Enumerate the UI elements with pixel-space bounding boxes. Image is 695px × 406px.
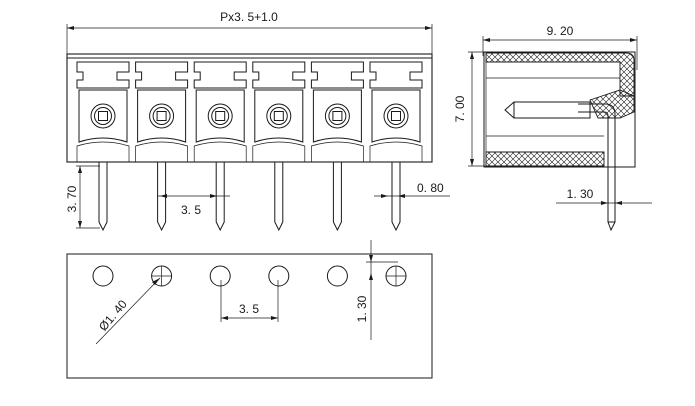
pcb-layout-view: Ø1. 40 3. 5 1. 30	[66, 240, 433, 379]
housing-outline	[483, 51, 636, 168]
pcb-outline	[66, 253, 433, 379]
pin-6	[391, 162, 401, 232]
pole-3	[193, 61, 247, 232]
screw-ring	[387, 107, 405, 125]
side-view: 9. 20 7. 00 1. 30	[453, 24, 652, 232]
pole-foot	[193, 141, 247, 163]
hole-diameter-leader: Ø1. 40	[95, 277, 161, 345]
bent-pin	[578, 103, 616, 223]
pole-2	[135, 61, 189, 232]
screw-head	[324, 103, 350, 129]
housing-hatch-front	[589, 89, 635, 119]
wire-entry	[252, 61, 306, 89]
front-view: Px3. 5+1.0 3. 70 3. 5 0. 80	[65, 10, 450, 232]
hole-diameter-label: Ø1. 40	[96, 297, 130, 334]
pole-6	[369, 61, 423, 232]
pole-5	[310, 61, 364, 232]
screw-recess	[254, 89, 304, 143]
pin-2	[157, 162, 167, 232]
pcb-pitch-label: 3. 5	[239, 302, 259, 316]
depth-label: 9. 20	[547, 24, 574, 38]
wire-entry	[369, 61, 423, 89]
screw-head	[90, 103, 116, 129]
screw-drive	[156, 111, 167, 121]
pin-length-label: 3. 70	[65, 185, 79, 212]
pole-foot	[252, 141, 306, 163]
height-label: 7. 00	[453, 95, 467, 122]
overall-width-label: Px3. 5+1.0	[220, 10, 278, 24]
screw-ring	[152, 107, 171, 125]
screw-recess	[371, 89, 421, 143]
row-offset-label: 1. 30	[355, 295, 369, 322]
pole-foot	[76, 141, 130, 163]
pin-width-dimension: 0. 80	[374, 181, 450, 198]
screw-drive	[391, 111, 401, 121]
screw-recess	[312, 89, 362, 143]
pole-4	[252, 61, 306, 232]
housing-hatch-bottom	[485, 151, 605, 167]
wire-entry	[135, 61, 189, 89]
screw-recess	[137, 89, 187, 143]
screw-drive	[98, 111, 108, 121]
pin-width-label: 0. 80	[417, 181, 444, 195]
hole-5	[326, 265, 348, 287]
screw-drive	[273, 111, 284, 121]
screw-ring	[211, 107, 230, 125]
pitch-dimension: 3. 5	[157, 194, 230, 217]
wire-entry	[310, 61, 364, 89]
screw-head	[207, 103, 233, 129]
screw-recess	[195, 89, 245, 143]
hole-3	[209, 265, 231, 287]
pin-5	[332, 162, 342, 232]
pole-foot	[311, 141, 364, 163]
pole-1	[76, 61, 130, 232]
screw-head	[266, 103, 292, 129]
pole-foot	[135, 141, 188, 163]
pin-3	[215, 162, 225, 232]
pin-offset-dimension: 1. 30	[556, 187, 652, 205]
screw-ring	[328, 107, 347, 125]
screw-head	[383, 103, 409, 129]
hole-4	[268, 265, 290, 287]
pin-length-dimension: 3. 70	[65, 165, 100, 229]
screw-recess	[78, 89, 128, 143]
overall-width-dimension: Px3. 5+1.0	[66, 10, 433, 58]
screw-shank	[513, 101, 591, 119]
connector-body	[66, 53, 433, 163]
row-offset-dimension: 1. 30	[355, 240, 398, 340]
pin-offset-label: 1. 30	[567, 187, 594, 201]
wire-entry	[76, 61, 130, 89]
housing-hatch-top	[485, 52, 635, 97]
screw-ring	[269, 107, 288, 125]
screw-drive	[332, 111, 343, 121]
pitch-label: 3. 5	[181, 203, 201, 217]
pin-1	[98, 162, 108, 232]
hole-1	[92, 265, 114, 287]
screw-ring	[94, 107, 112, 125]
depth-dimension: 9. 20	[482, 24, 638, 70]
pcb-pitch-dimension: 3. 5	[220, 280, 279, 322]
wire-entry	[193, 61, 247, 89]
pin-4	[274, 162, 284, 232]
pole-foot	[369, 141, 423, 163]
hole-group	[92, 265, 407, 287]
screw-drive	[215, 111, 226, 121]
height-dimension: 7. 00	[453, 51, 486, 167]
screw-head	[149, 103, 175, 129]
pole-group	[76, 61, 423, 232]
